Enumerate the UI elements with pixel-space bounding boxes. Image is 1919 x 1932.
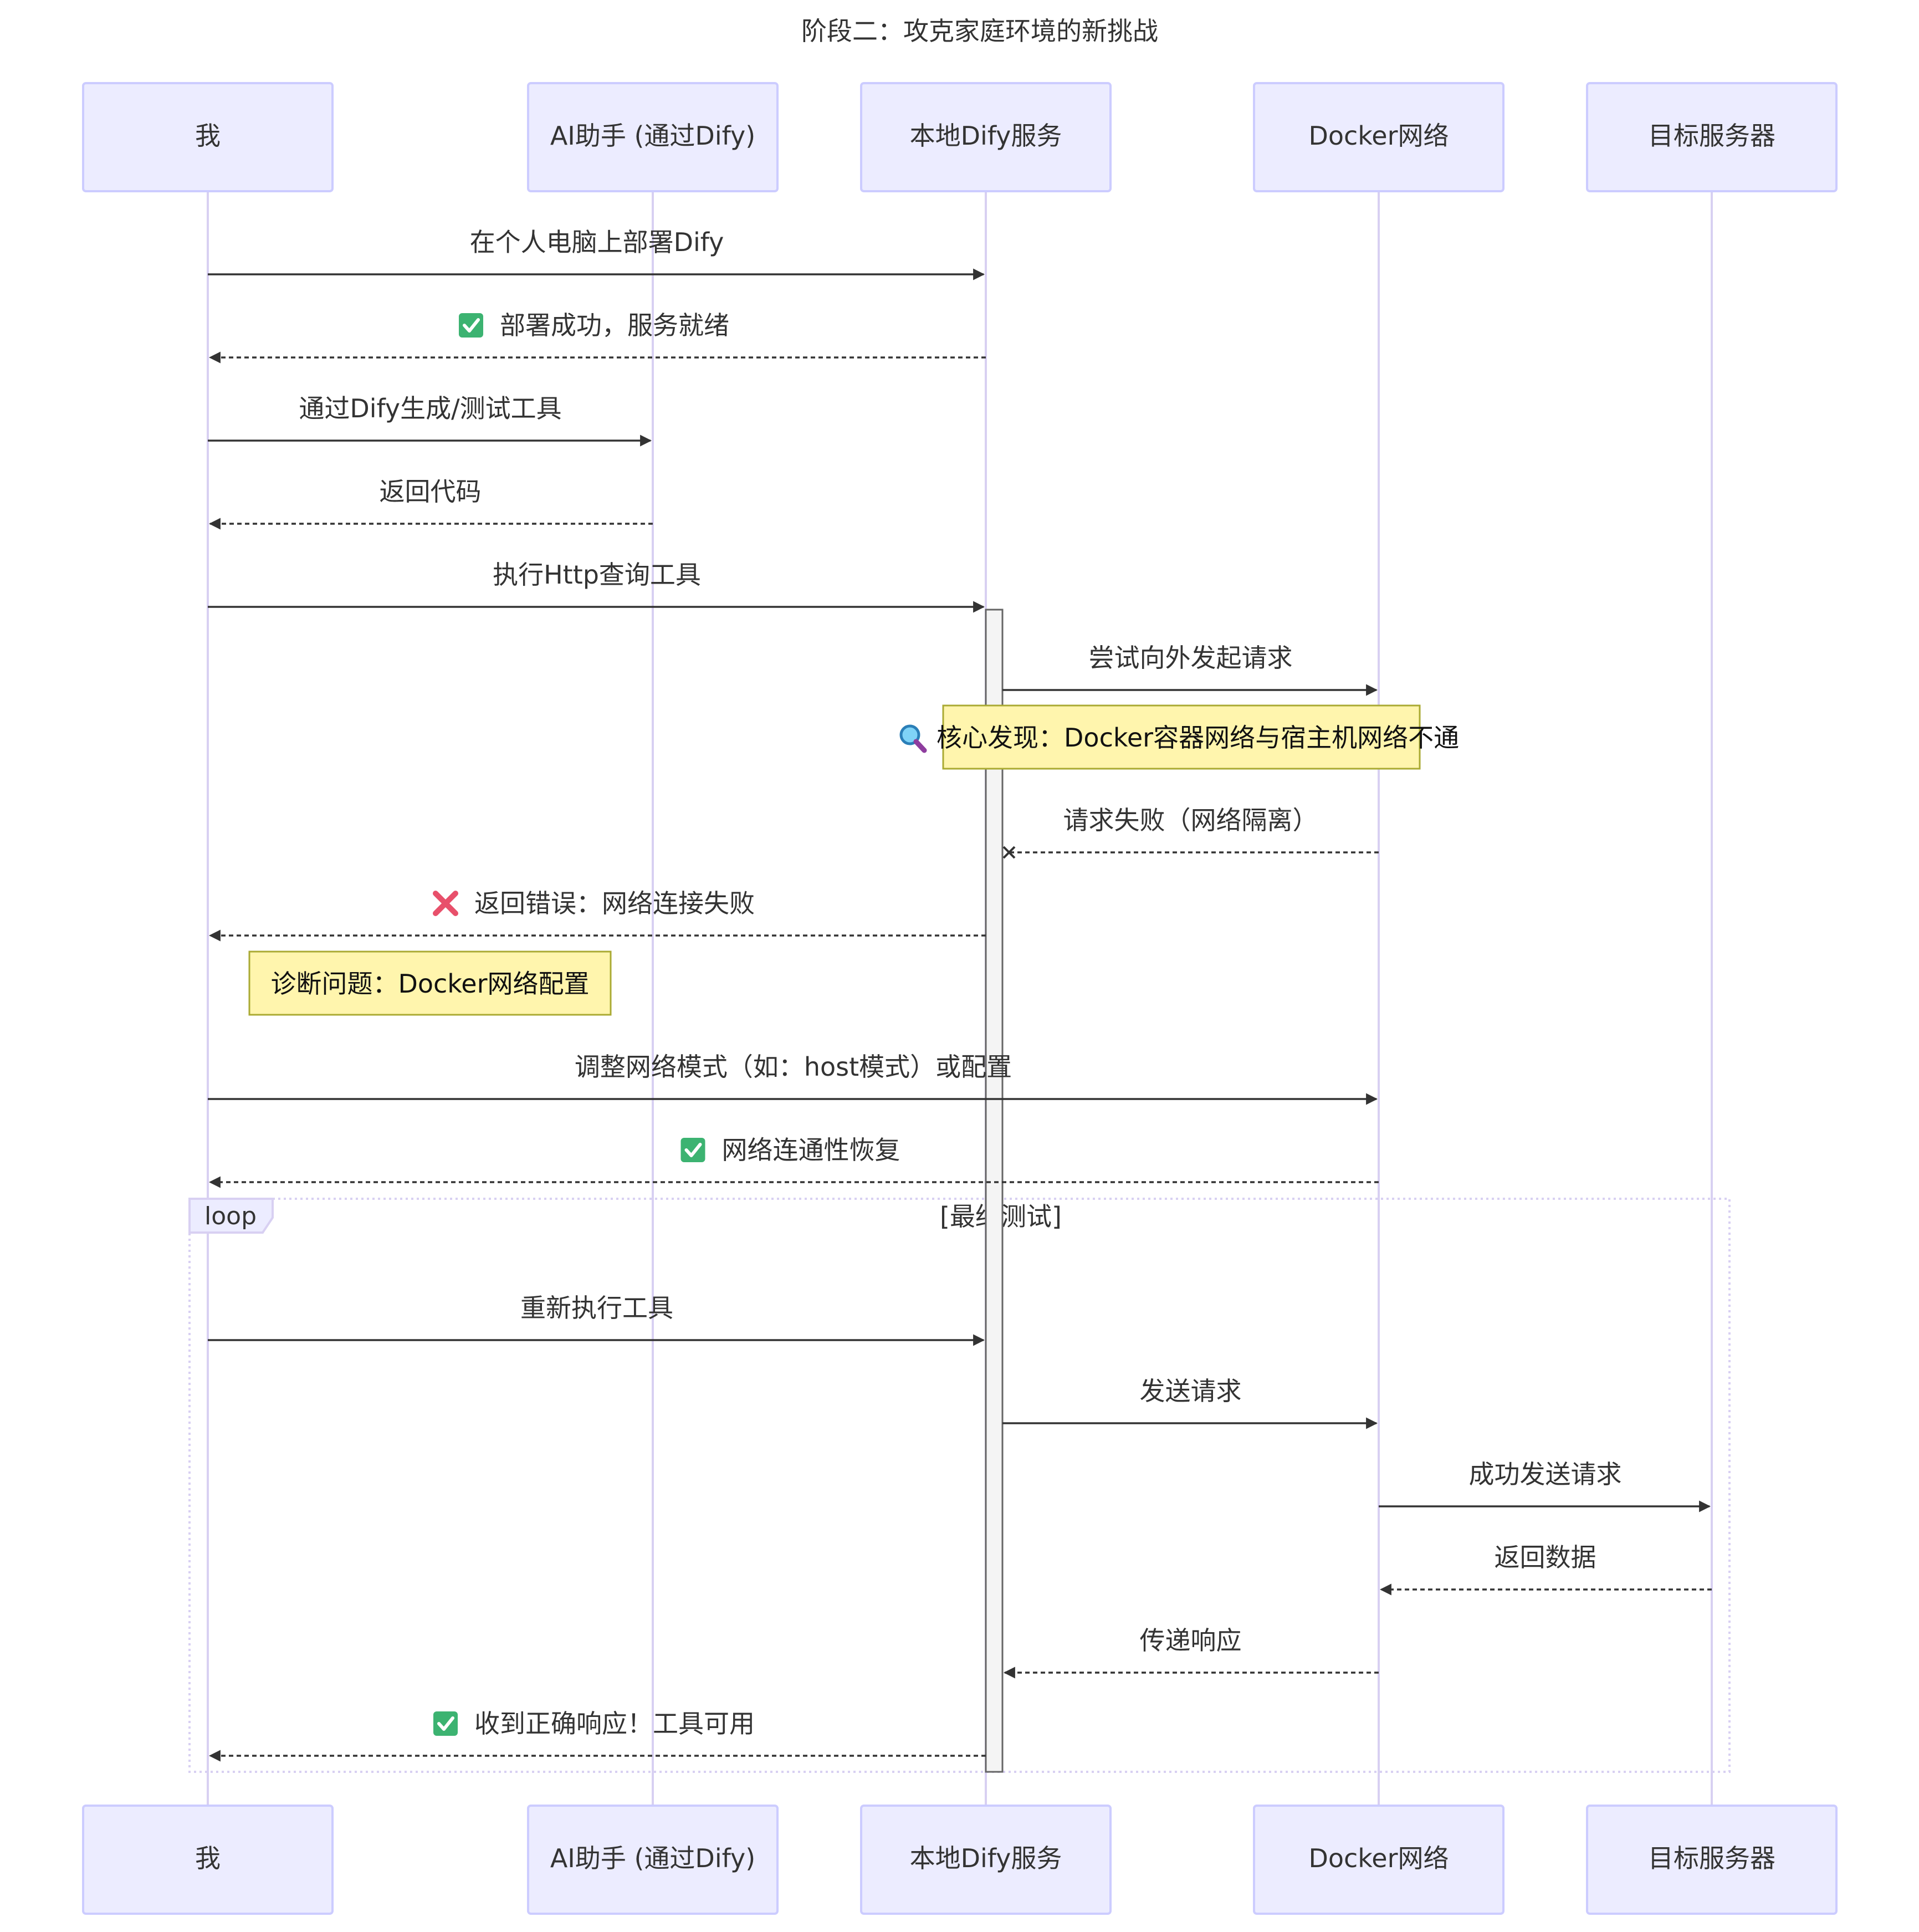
message-11-label: 重新执行工具 [520,1293,673,1323]
note-core-finding-box [942,704,1421,770]
check-icon [459,313,483,338]
message-8-label: 返回错误：网络连接失败 [474,888,755,918]
loop-box [188,1198,1731,1773]
message-16-label: 收到正确响应！工具可用 [474,1709,755,1739]
message-7: 请求失败（网络隔离） [1002,805,1379,859]
message-10-label: 网络连通性恢复 [722,1135,900,1165]
message-4-label: 返回代码 [380,477,482,507]
loop-tab [188,1198,274,1234]
message-14-label: 返回数据 [1495,1542,1596,1572]
actor-docker-bottom-label: Docker网络 [1308,1843,1449,1873]
actor-docker[interactable]: Docker网络 [1253,82,1505,192]
message-13-label: 成功发送请求 [1469,1459,1622,1489]
message-1: 在个人电脑上部署Dify [208,227,985,280]
magnifier-icon [899,724,927,753]
message-11: 重新执行工具 [208,1293,985,1346]
message-1-label: 在个人电脑上部署Dify [470,227,724,257]
messages: 在个人电脑上部署Dify 部署成功，服务就绪通过Dify生成/测试工具返回代码执行… [208,227,1712,1762]
actor-dify-bottom-label: 本地Dify服务 [910,1843,1062,1873]
actor-target[interactable]: 目标服务器 [1586,82,1838,192]
actor-docker-bottom[interactable]: Docker网络 [1253,1805,1505,1915]
actors-top: 我 AI助手 (通过Dify) 本地Dify服务 Docker网络 目标服务器 [82,82,1838,192]
note-core-finding: 核心发现：Docker容器网络与宿主机网络不通 [899,704,1459,770]
message-15-label: 传递响应 [1140,1626,1242,1655]
message-3-label: 通过Dify生成/测试工具 [299,393,561,423]
actor-docker-label: Docker网络 [1308,121,1449,151]
actor-target-bottom-label: 目标服务器 [1648,1843,1775,1873]
activation-bar-dify [985,609,1004,1773]
message-7-label: 请求失败（网络隔离） [1063,805,1318,835]
actor-dify[interactable]: 本地Dify服务 [860,82,1112,192]
message-6: 尝试向外发起请求 [1002,643,1378,696]
actor-me-bottom[interactable]: 我 [82,1805,334,1915]
message-8: 返回错误：网络连接失败 [208,888,986,942]
check-icon [680,1138,705,1162]
actor-dify-label: 本地Dify服务 [910,121,1062,151]
message-2: 部署成功，服务就绪 [208,310,986,364]
message-9-label: 调整网络模式（如：host模式）或配置 [575,1052,1012,1082]
message-16: 收到正确响应！工具可用 [208,1709,986,1762]
message-5: 执行Http查询工具 [208,560,985,613]
loop-keyword: loop [204,1202,257,1230]
message-13: 成功发送请求 [1379,1459,1711,1512]
message-12: 发送请求 [1002,1376,1378,1429]
note-diagnosis-text: 诊断问题：Docker网络配置 [270,969,589,999]
message-15: 传递响应 [1003,1626,1379,1679]
cross-icon [433,891,458,916]
message-2-label: 部署成功，服务就绪 [500,310,729,340]
actor-target-bottom[interactable]: 目标服务器 [1586,1805,1838,1915]
note-diagnosis-box [248,950,612,1016]
message-4: 返回代码 [208,477,653,530]
actor-target-label: 目标服务器 [1648,121,1775,151]
message-3: 通过Dify生成/测试工具 [208,393,652,447]
message-14: 返回数据 [1379,1542,1712,1596]
check-icon [433,1711,458,1736]
actor-me-label: 我 [195,121,221,151]
diagram-title: 阶段二：攻克家庭环境的新挑战 [801,16,1158,46]
actor-ai-label: AI助手 (通过Dify) [550,121,755,151]
note-diagnosis: 诊断问题：Docker网络配置 [248,950,612,1016]
actor-ai-bottom[interactable]: AI助手 (通过Dify) [527,1805,779,1915]
actors-bottom: 我 AI助手 (通过Dify) 本地Dify服务 Docker网络 目标服务器 [82,1805,1838,1915]
actor-me[interactable]: 我 [82,82,334,192]
actor-ai-bottom-label: AI助手 (通过Dify) [550,1843,755,1873]
message-12-label: 发送请求 [1140,1376,1242,1406]
message-10: 网络连通性恢复 [208,1135,1379,1188]
message-6-label: 尝试向外发起请求 [1089,643,1293,673]
actor-ai[interactable]: AI助手 (通过Dify) [527,82,779,192]
message-7-cross-head [1002,846,1016,859]
message-9: 调整网络模式（如：host模式）或配置 [208,1052,1378,1105]
message-5-label: 执行Http查询工具 [493,560,701,590]
actor-me-bottom-label: 我 [195,1843,221,1873]
note-core-finding-text: 核心发现：Docker容器网络与宿主机网络不通 [937,723,1459,753]
actor-dify-bottom[interactable]: 本地Dify服务 [860,1805,1112,1915]
